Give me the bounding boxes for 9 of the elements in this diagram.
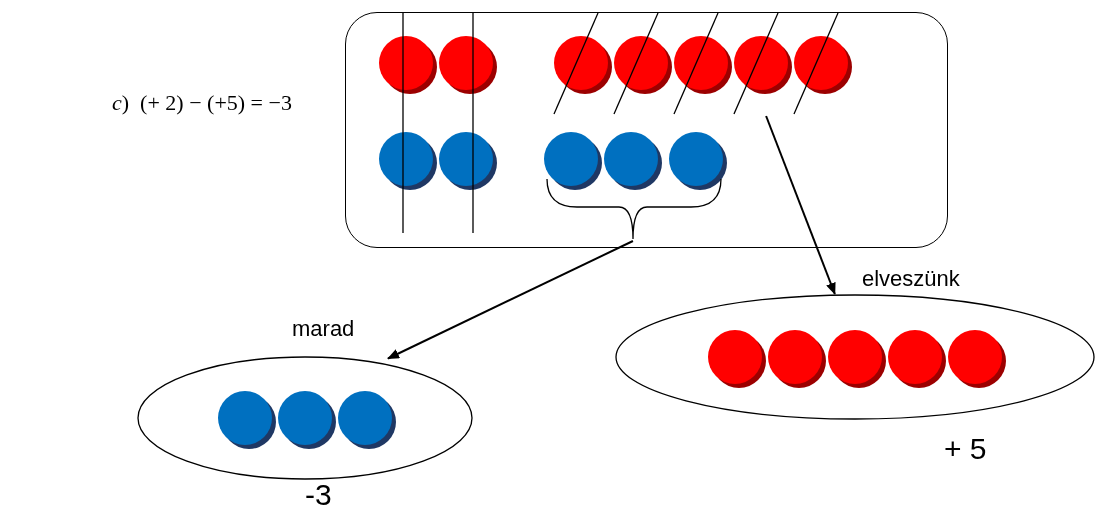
ellipse <box>137 356 473 480</box>
arrow <box>387 240 634 360</box>
ellipse <box>615 294 1095 420</box>
rounded-box <box>345 12 948 248</box>
equation: c) (+ 2) − (+5) = −3 <box>112 90 292 116</box>
crossed-counter-group <box>551 13 851 116</box>
value-label: + 5 <box>944 432 987 466</box>
value-label: -3 <box>305 478 332 512</box>
arrow <box>765 115 836 295</box>
